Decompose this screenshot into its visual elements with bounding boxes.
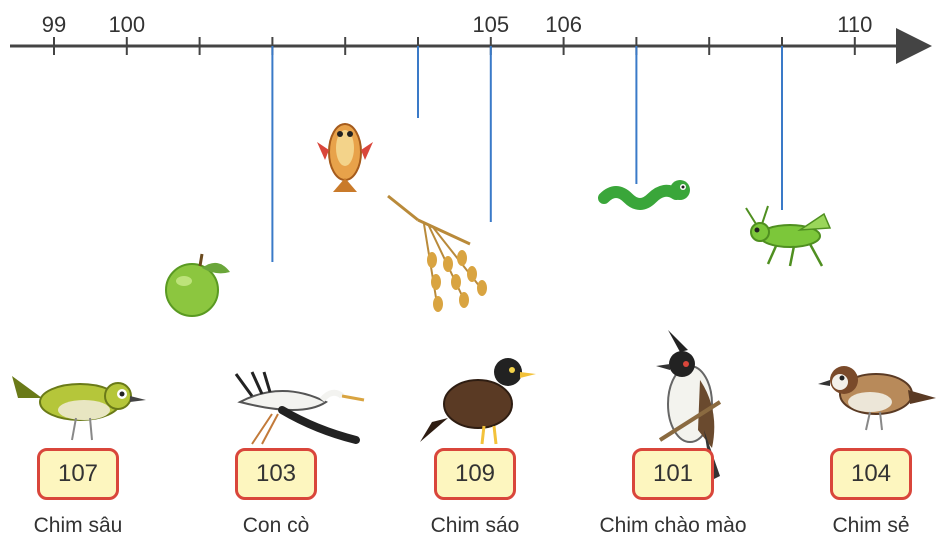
number-line-tick-label: 99 xyxy=(42,12,66,37)
bird-number-badge: 104 xyxy=(830,448,912,500)
myna-bird-icon xyxy=(420,358,536,444)
guava-fruit-icon xyxy=(166,254,230,316)
grasshopper-icon xyxy=(746,206,830,266)
bird-name-label: Chim sẻ xyxy=(771,514,948,538)
number-line-tick-label: 100 xyxy=(108,12,145,37)
white-eye-bird-icon xyxy=(12,376,146,440)
fish-icon xyxy=(317,124,373,192)
sparrow-icon xyxy=(818,366,936,430)
number-line-tick-label: 106 xyxy=(545,12,582,37)
bird-name-label: Chim sâu xyxy=(0,514,178,538)
bird-number-badge: 107 xyxy=(37,448,119,500)
bird-number-badge: 109 xyxy=(434,448,516,500)
rice-stalk-icon xyxy=(388,196,487,312)
bird-number-badge: 103 xyxy=(235,448,317,500)
bird-name-label: Chim sáo xyxy=(375,514,575,538)
number-line-tick-label: 110 xyxy=(837,12,872,37)
bird-number-badge: 101 xyxy=(632,448,714,500)
stork-icon xyxy=(236,372,364,444)
number-line-tick-label: 105 xyxy=(472,12,509,37)
bird-name-label: Con cò xyxy=(176,514,376,538)
worm-icon xyxy=(604,180,690,204)
bird-name-label: Chim chào mào xyxy=(573,514,773,538)
